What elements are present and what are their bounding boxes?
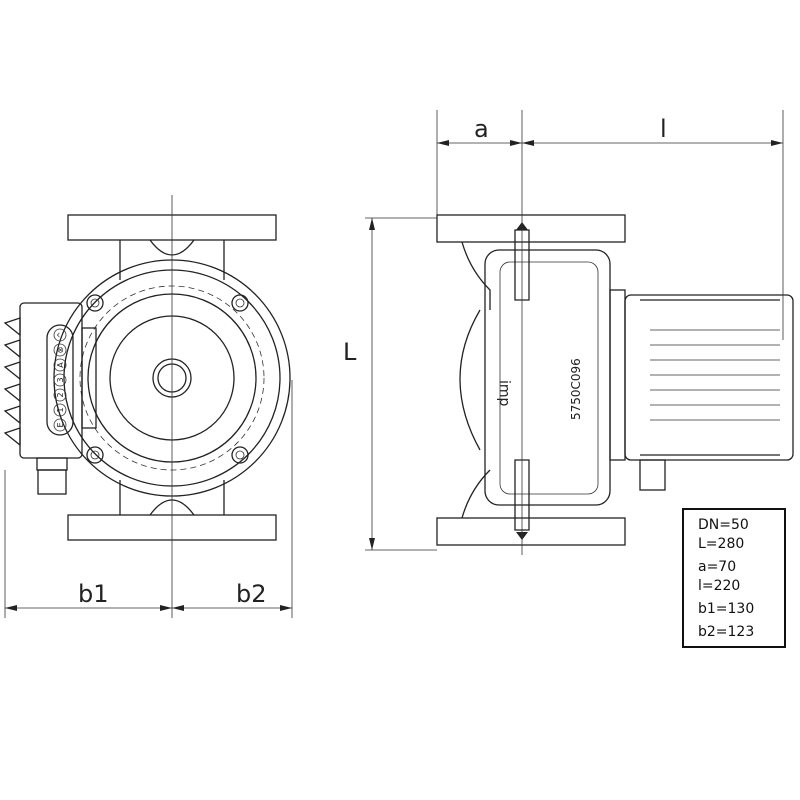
- brand-marking: imp: [496, 380, 512, 407]
- control-button: [53, 373, 67, 387]
- control-button: [53, 388, 67, 402]
- control-button: [53, 328, 67, 342]
- dimensions-legend: DN=50 L=280 a=70 l=220 b1=130 b2=123: [682, 508, 786, 648]
- control-button-label: 1: [56, 407, 65, 412]
- legend-b2: b2=123: [698, 624, 755, 640]
- control-button-label: ^: [56, 332, 65, 339]
- legend-dn: DN=50: [698, 517, 749, 533]
- side-view: imp 5750C096: [365, 110, 794, 555]
- dimension-label-l: l: [660, 115, 667, 143]
- serial-marking: 5750C096: [569, 358, 583, 420]
- terminal-box: [3, 302, 97, 495]
- dimension-label-L: L: [343, 338, 357, 366]
- legend-a: a=70: [698, 559, 737, 575]
- legend-b1: b1=130: [698, 601, 755, 617]
- dimension-label-b2: b2: [236, 580, 267, 608]
- dimension-label-a: a: [474, 115, 489, 143]
- dimension-label-b1: b1: [78, 580, 109, 608]
- control-button-label: ⊗: [56, 347, 65, 354]
- control-button: [53, 358, 67, 372]
- legend-L: L=280: [698, 536, 745, 552]
- control-button: [53, 403, 67, 417]
- control-button-label: A: [56, 362, 65, 368]
- control-button: [53, 418, 67, 432]
- control-button-label: 3: [56, 377, 65, 382]
- control-button-label: E: [56, 422, 65, 427]
- control-buttons: E 1 2 3 A ⊗ ^: [53, 328, 67, 432]
- front-view: E 1 2 3 A ⊗ ^: [3, 195, 293, 618]
- control-button: [53, 343, 67, 357]
- legend-l: l=220: [698, 578, 741, 594]
- control-button-label: 2: [56, 392, 65, 397]
